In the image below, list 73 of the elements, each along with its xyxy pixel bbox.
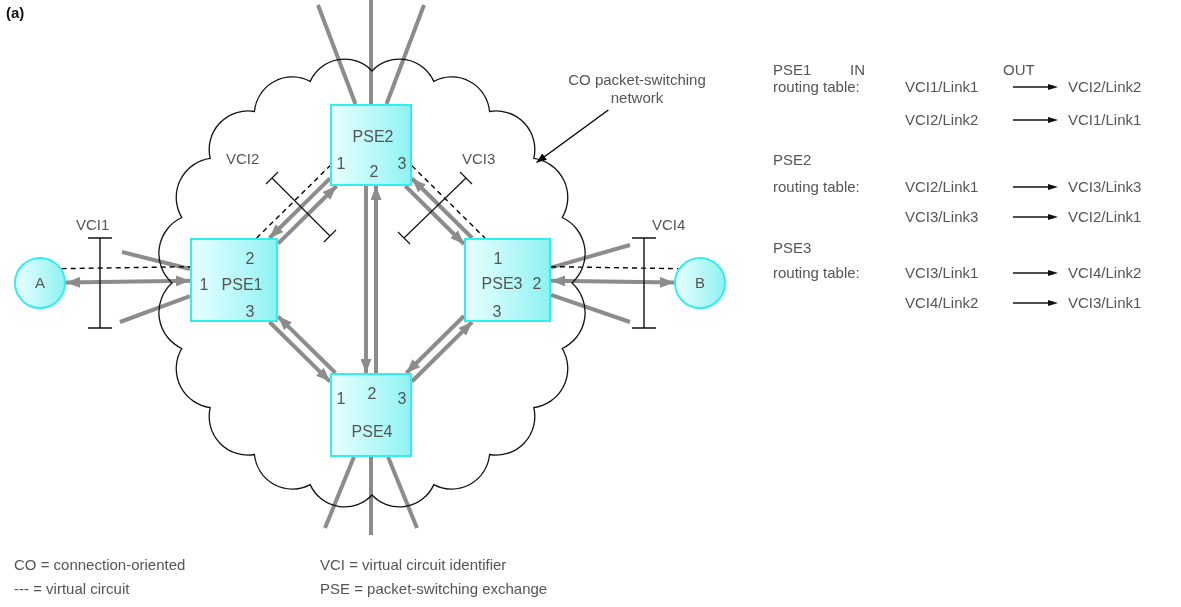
link-line — [550, 293, 631, 324]
node-label: 2 — [369, 164, 379, 180]
table-cell: VCI2/Link1 — [1068, 208, 1142, 226]
link-line — [121, 250, 191, 271]
leader-arrow — [535, 109, 609, 164]
link-line — [119, 294, 191, 324]
vci-label: VCI1 — [76, 216, 110, 234]
table-cell: VCI3/Link1 — [905, 264, 979, 282]
abbreviation-note: PSE = packet-switching exchange — [320, 580, 548, 598]
link-arrow — [550, 275, 675, 288]
node-label: CO packet-switching network — [567, 71, 707, 107]
table-cell: VCI2/Link2 — [905, 111, 979, 129]
exchange-box — [330, 373, 412, 457]
abbreviation-note: CO = connection-oriented — [14, 556, 186, 574]
column-header: OUT — [1003, 61, 1035, 79]
abbreviation-note: --- = virtual circuit — [14, 580, 130, 598]
node-label: PSE3 — [481, 276, 523, 292]
dashed-line — [61, 266, 191, 270]
link-line — [386, 456, 419, 529]
vci-label: VCI2 — [226, 150, 260, 168]
link-line — [316, 4, 358, 105]
node-label: 1 — [493, 251, 503, 267]
column-header: IN — [850, 61, 865, 79]
table-title: PSE1 — [773, 61, 812, 79]
table-cell: VCI4/Link2 — [1068, 264, 1142, 282]
node-label: PSE4 — [351, 424, 393, 440]
abbreviation-note: VCI = virtual circuit identifier — [320, 556, 507, 574]
table-title: PSE2 — [773, 151, 812, 169]
row-header: routing table: — [773, 78, 860, 96]
table-cell: VCI2/Link2 — [1068, 78, 1142, 96]
node-label: 2 — [245, 251, 255, 267]
node-label: 1 — [336, 391, 346, 407]
table-cell: VCI3/Link3 — [905, 208, 979, 226]
link-line — [550, 243, 631, 270]
node-label: A — [35, 274, 45, 292]
node-label: 3 — [397, 156, 407, 172]
table-title: PSE3 — [773, 239, 812, 257]
link-line — [369, 0, 373, 104]
exchange-box — [464, 238, 551, 322]
dashed-line — [411, 165, 486, 239]
link-arrow — [370, 186, 382, 373]
node-label: 2 — [532, 276, 542, 292]
table-cell: VCI2/Link1 — [905, 178, 979, 196]
table-cell: VCI3/Link1 — [1068, 294, 1142, 312]
node-label: 1 — [336, 156, 346, 172]
node-label: PSE1 — [221, 277, 263, 293]
row-header: routing table: — [773, 264, 860, 282]
link-arrow — [403, 184, 466, 246]
node-label: PSE2 — [352, 129, 394, 145]
node-label: 3 — [245, 304, 255, 320]
link-arrow — [404, 314, 466, 375]
link-arrow — [268, 320, 332, 384]
link-line — [369, 457, 373, 535]
node-label: 2 — [367, 386, 377, 402]
panel-label: (a) — [6, 4, 25, 22]
table-cell: VCI4/Link2 — [905, 294, 979, 312]
table-cell: VCI3/Link3 — [1068, 178, 1142, 196]
link-arrow — [360, 186, 372, 373]
table-cell: VCI1/Link1 — [1068, 111, 1142, 129]
node-label: 3 — [492, 304, 502, 320]
exchange-box — [330, 104, 412, 186]
node-label: B — [695, 274, 705, 292]
link-line — [323, 456, 356, 529]
vci-label: VCI3 — [462, 150, 496, 168]
link-arrow — [65, 275, 191, 288]
dashed-line — [256, 165, 331, 239]
link-line — [384, 4, 426, 105]
node-label: 3 — [397, 391, 407, 407]
row-header: routing table: — [773, 178, 860, 196]
exchange-box — [190, 238, 278, 322]
table-cell: VCI1/Link1 — [905, 78, 979, 96]
node-label: 1 — [199, 277, 209, 293]
vci-label: VCI4 — [652, 216, 686, 234]
